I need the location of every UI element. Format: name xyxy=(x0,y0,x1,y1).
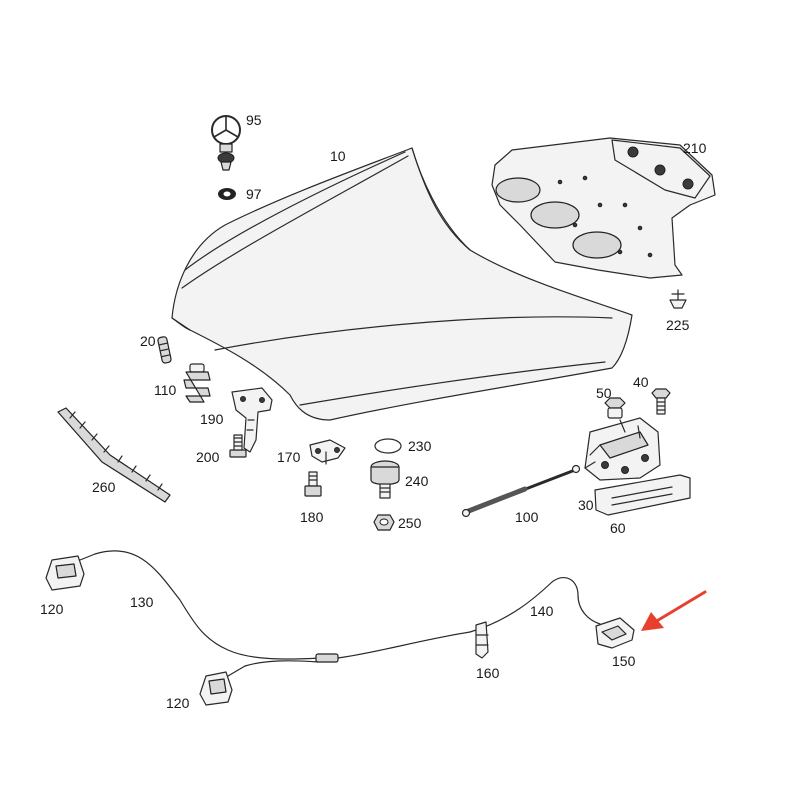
label-210: 210 xyxy=(683,140,707,156)
label-110: 110 xyxy=(154,382,177,398)
label-50: 50 xyxy=(596,385,612,401)
label-100: 100 xyxy=(515,509,539,525)
label-60: 60 xyxy=(610,520,626,536)
label-10: 10 xyxy=(330,148,346,164)
label-30: 30 xyxy=(578,497,594,513)
part-buffer-240 xyxy=(370,460,400,499)
part-bolt-200 xyxy=(229,434,247,458)
part-release-handle-lower xyxy=(199,665,246,706)
part-gas-strut-100 xyxy=(461,464,581,518)
part-clip-225 xyxy=(669,289,687,309)
label-200: 200 xyxy=(196,449,220,465)
label-180: 180 xyxy=(300,509,324,525)
part-nut-50 xyxy=(604,397,626,419)
part-bolt-40 xyxy=(651,388,671,415)
part-emblem xyxy=(211,115,241,171)
part-latch-bracket-60 xyxy=(594,474,691,516)
arrow-icon xyxy=(641,590,707,631)
label-160: 160 xyxy=(476,665,500,681)
part-cable-140 xyxy=(469,577,601,633)
part-nut-250 xyxy=(373,514,395,531)
part-bumper-110 xyxy=(183,363,211,403)
label-170: 170 xyxy=(277,449,301,465)
part-latch-30 xyxy=(584,417,661,481)
label-40: 40 xyxy=(633,374,649,390)
part-grommet xyxy=(218,188,236,200)
label-190: 190 xyxy=(200,411,224,427)
part-bolt-180 xyxy=(304,471,322,497)
part-striker-170 xyxy=(309,439,346,465)
label-130: 130 xyxy=(130,594,154,610)
label-97: 97 xyxy=(246,186,262,202)
label-150: 150 xyxy=(612,653,636,669)
part-release-handle-upper xyxy=(45,553,96,591)
label-95: 95 xyxy=(246,112,262,128)
label-120-upper: 120 xyxy=(40,601,64,617)
part-ring-230 xyxy=(374,438,402,454)
part-buffer-20 xyxy=(157,336,172,364)
label-240: 240 xyxy=(405,473,429,489)
label-225: 225 xyxy=(666,317,690,333)
label-140: 140 xyxy=(530,603,554,619)
part-clip-160 xyxy=(475,621,489,659)
part-cable-130 xyxy=(94,550,471,667)
part-hood xyxy=(171,147,633,421)
part-hinge-190 xyxy=(231,387,273,453)
part-hood-insulation xyxy=(491,137,716,279)
label-120-lower: 120 xyxy=(166,695,190,711)
part-release-lever-150 xyxy=(595,617,635,649)
label-250: 250 xyxy=(398,515,422,531)
part-seal-strip-260 xyxy=(57,407,171,503)
label-230: 230 xyxy=(408,438,432,454)
label-20: 20 xyxy=(140,333,156,349)
label-260: 260 xyxy=(92,479,116,495)
